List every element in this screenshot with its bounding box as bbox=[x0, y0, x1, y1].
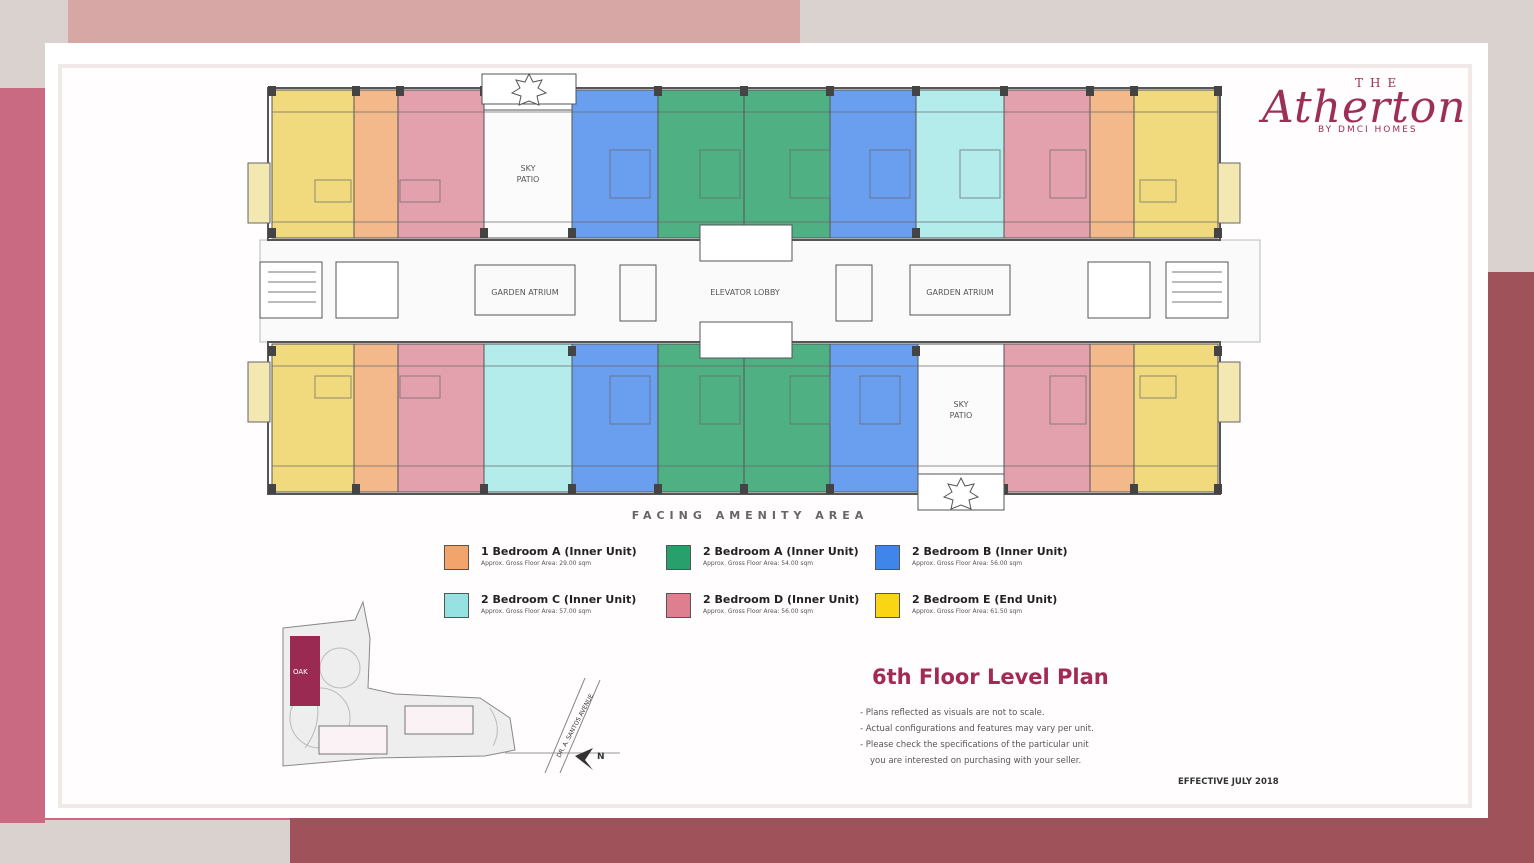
legend-title: 2 Bedroom B (Inner Unit) bbox=[912, 545, 1068, 558]
unit-bottom-5 bbox=[571, 343, 659, 493]
legend-swatch bbox=[444, 545, 469, 570]
unit-bottom-10 bbox=[1089, 343, 1135, 493]
notes: - Plans reflected as visuals are not to … bbox=[860, 705, 1094, 769]
unit-top-11 bbox=[1133, 89, 1219, 239]
legend-title: 2 Bedroom D (Inner Unit) bbox=[703, 593, 860, 606]
logo-the: THE bbox=[1355, 76, 1404, 90]
logo-atherton: Atherton bbox=[1262, 82, 1467, 133]
site-building-1 bbox=[404, 705, 474, 735]
road-label: DR. A. SANTOS AVENUE bbox=[556, 693, 596, 759]
legend-area: Approx. Gross Floor Area: 54.00 sqm bbox=[703, 560, 814, 567]
legend-swatch bbox=[875, 593, 900, 618]
legend-area: Approx. Gross Floor Area: 61.50 sqm bbox=[912, 608, 1023, 615]
unit-top-10 bbox=[1089, 89, 1135, 239]
site-building-2 bbox=[318, 725, 388, 755]
planter-bottom bbox=[942, 476, 980, 510]
note-2: - Actual configurations and features may… bbox=[860, 724, 1094, 734]
note-1: - Plans reflected as visuals are not to … bbox=[860, 708, 1045, 718]
legend-title: 2 Bedroom A (Inner Unit) bbox=[703, 545, 859, 558]
unit-bottom-11 bbox=[1133, 343, 1219, 493]
legend-area: Approx. Gross Floor Area: 56.00 sqm bbox=[912, 560, 1023, 567]
oak-building-label: OAK bbox=[293, 668, 308, 676]
unit-top-9 bbox=[1003, 89, 1091, 239]
garden-atrium-left-label: GARDEN ATRIUM bbox=[491, 288, 558, 297]
sky-patio-bottom bbox=[917, 343, 1005, 475]
unit-bottom-6 bbox=[657, 343, 745, 493]
legend-title: 2 Bedroom E (End Unit) bbox=[912, 593, 1058, 606]
unit-top-6 bbox=[743, 89, 831, 239]
bg-red-right bbox=[1488, 272, 1534, 863]
sky-patio-bottom-label-2: PATIO bbox=[950, 411, 973, 420]
legend-area: Approx. Gross Floor Area: 57.00 sqm bbox=[481, 608, 592, 615]
unit-top-3 bbox=[397, 89, 485, 239]
partition-lines bbox=[272, 111, 1218, 467]
north-arrow-icon bbox=[575, 748, 593, 770]
effective-date: EFFECTIVE JULY 2018 bbox=[1178, 777, 1279, 787]
facing-amenity-label: FACING AMENITY AREA bbox=[631, 509, 869, 522]
unit-bottom-8 bbox=[829, 343, 919, 493]
sky-patio-top bbox=[483, 109, 573, 239]
elevator-lobby-label: ELEVATOR LOBBY bbox=[710, 288, 780, 297]
oak-building bbox=[290, 636, 320, 706]
bg-pink-left bbox=[0, 88, 45, 823]
north-label: N bbox=[597, 752, 605, 762]
floor-title: 6th Floor Level Plan bbox=[872, 665, 1109, 689]
top-units bbox=[271, 89, 1219, 239]
sky-patio-top-label-2: PATIO bbox=[517, 175, 540, 184]
planter-top bbox=[510, 72, 548, 106]
unit-top-1 bbox=[271, 89, 355, 239]
legend-swatch bbox=[666, 593, 691, 618]
sky-patio-bottom-label-1: SKY bbox=[954, 400, 969, 409]
note-4: you are interested on purchasing with yo… bbox=[870, 756, 1082, 766]
unit-top-4 bbox=[571, 89, 659, 239]
unit-bottom-9 bbox=[1003, 343, 1091, 493]
legend-title: 2 Bedroom C (Inner Unit) bbox=[481, 593, 637, 606]
unit-bottom-1 bbox=[271, 343, 355, 493]
legend-swatch bbox=[444, 593, 469, 618]
legend-swatch bbox=[875, 545, 900, 570]
unit-bottom-3 bbox=[397, 343, 485, 493]
bg-pink-top bbox=[68, 0, 800, 43]
site-plan: OAK DR. A. SANTOS AVENUE N bbox=[282, 600, 620, 773]
unit-top-7 bbox=[829, 89, 917, 239]
garden-atrium-right-label: GARDEN ATRIUM bbox=[926, 288, 993, 297]
legend-swatch bbox=[666, 545, 691, 570]
sky-patio-top-label-1: SKY bbox=[521, 164, 536, 173]
legend-title: 1 Bedroom A (Inner Unit) bbox=[481, 545, 637, 558]
legend-area: Approx. Gross Floor Area: 56.00 sqm bbox=[703, 608, 814, 615]
legend-area: Approx. Gross Floor Area: 29.00 sqm bbox=[481, 560, 592, 567]
unit-top-2 bbox=[353, 89, 399, 239]
note-3: - Please check the specifications of the… bbox=[860, 740, 1089, 750]
columns bbox=[268, 86, 1222, 494]
logo-by-dmci: BY DMCI HOMES bbox=[1318, 125, 1418, 135]
bg-red-bottom bbox=[290, 818, 1534, 863]
service-cores bbox=[259, 224, 1229, 359]
planters bbox=[481, 72, 1005, 511]
